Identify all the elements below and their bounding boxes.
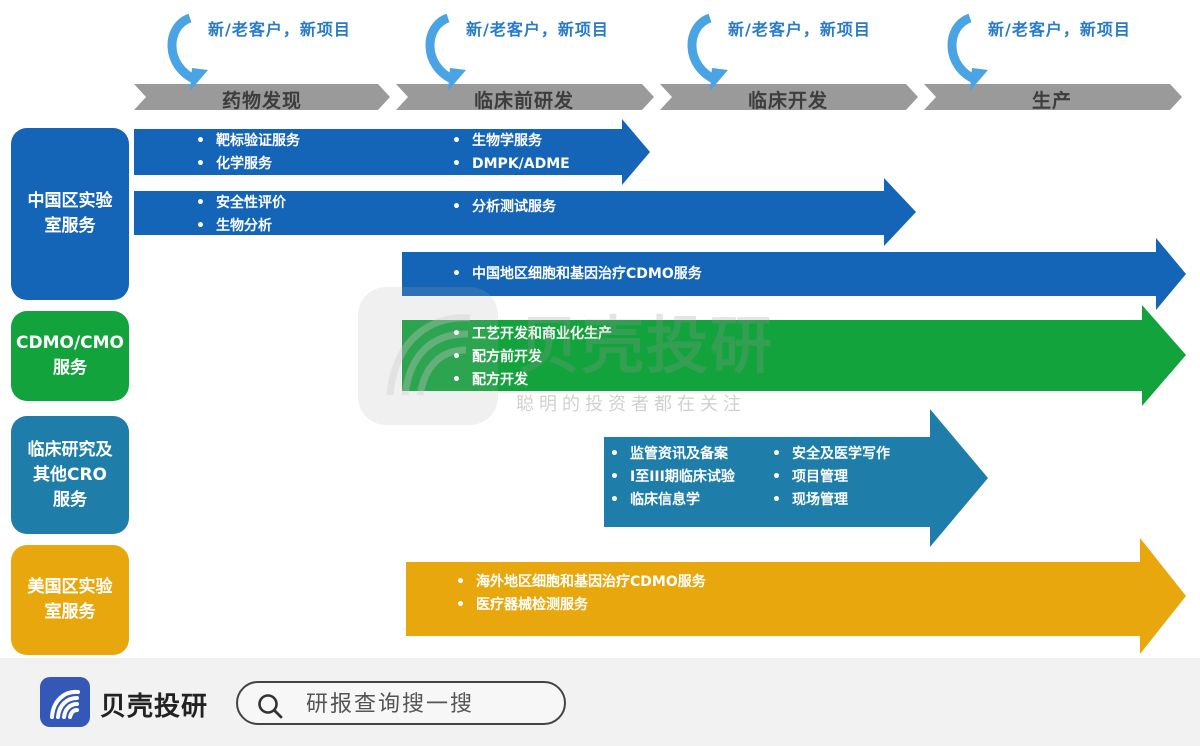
brand-logo-icon[interactable] xyxy=(40,677,90,727)
search-icon[interactable] xyxy=(256,692,284,720)
category-label: CDMO/CMO xyxy=(16,333,125,353)
service-item: 项目管理 xyxy=(772,466,890,489)
category-label: 中国区实验 xyxy=(27,191,113,211)
category-clinical-cro: 临床研究及 其他CRO 服务 xyxy=(11,416,129,534)
stage-chevron-4 xyxy=(924,84,1182,110)
brand-name[interactable]: 贝壳投研 xyxy=(100,692,209,722)
category-china-lab: 中国区实验 室服务 xyxy=(11,128,129,300)
service-item: 工艺开发和商业化生产 xyxy=(452,323,612,346)
stage-note: 新/老客户，新项目 xyxy=(208,20,351,39)
stage-chevron-2 xyxy=(396,84,654,110)
stage-note: 新/老客户，新项目 xyxy=(466,20,609,39)
cycle-arrow-icon xyxy=(947,13,988,91)
category-us-lab: 美国区实验 室服务 xyxy=(11,545,129,655)
stage-note: 新/老客户，新项目 xyxy=(988,20,1131,39)
service-item: 生物分析 xyxy=(196,215,286,238)
service-list: 安全及医学写作 项目管理 现场管理 xyxy=(772,443,890,512)
service-list: 安全性评价 生物分析 xyxy=(196,192,286,238)
service-list: 海外地区细胞和基因治疗CDMO服务 医疗器械检测服务 xyxy=(456,571,706,617)
service-item: 分析测试服务 xyxy=(452,196,556,219)
category-label: 临床研究及 xyxy=(27,439,113,460)
service-item: 生物学服务 xyxy=(452,130,570,153)
search-input[interactable] xyxy=(306,689,556,719)
service-list: 中国地区细胞和基因治疗CDMO服务 xyxy=(452,263,702,286)
stage-label-preclinical: 临床前研发 xyxy=(474,90,575,112)
stage-label-clinical: 临床开发 xyxy=(748,90,829,112)
watermark-subtitle: 聪明的投资者都在关注 xyxy=(516,394,746,415)
cycle-arrow-icon xyxy=(687,13,728,91)
stage-chevron-1 xyxy=(134,84,390,110)
category-label: 室服务 xyxy=(44,602,96,622)
service-item: 监管资讯及备案 xyxy=(610,443,735,466)
service-list: 工艺开发和商业化生产 配方前开发 配方开发 xyxy=(452,323,612,392)
service-item: 安全及医学写作 xyxy=(772,443,890,466)
stage-label-production: 生产 xyxy=(1032,90,1073,112)
category-label: 服务 xyxy=(53,489,87,510)
cycle-arrow-icon xyxy=(425,13,466,91)
search-box[interactable] xyxy=(236,681,566,725)
arrow-us-lab xyxy=(406,538,1186,654)
cycle-arrow-icon xyxy=(167,13,208,91)
service-item: 医疗器械检测服务 xyxy=(456,594,706,617)
service-list: 靶标验证服务 化学服务 xyxy=(196,130,300,176)
service-list: 监管资讯及备案 I至III期临床试验 临床信息学 xyxy=(610,443,735,512)
service-item: 现场管理 xyxy=(772,489,890,512)
service-item: 配方前开发 xyxy=(452,346,612,369)
service-item: DMPK/ADME xyxy=(452,153,570,176)
service-item: 临床信息学 xyxy=(610,489,735,512)
service-item: 海外地区细胞和基因治疗CDMO服务 xyxy=(456,571,706,594)
stage-note: 新/老客户，新项目 xyxy=(728,20,871,39)
arrow-china-cgt xyxy=(402,238,1186,310)
category-label: 服务 xyxy=(53,358,87,378)
watermark-title: 贝壳投研 xyxy=(518,309,775,382)
category-label: 美国区实验 xyxy=(27,577,113,597)
stage-chevron-3 xyxy=(660,84,918,110)
service-item: 靶标验证服务 xyxy=(196,130,300,153)
category-cdmo: CDMO/CMO 服务 xyxy=(11,311,129,401)
service-item: 中国地区细胞和基因治疗CDMO服务 xyxy=(452,263,702,286)
stage-label-discovery: 药物发现 xyxy=(222,90,303,112)
service-item: 化学服务 xyxy=(196,153,300,176)
service-item: 配方开发 xyxy=(452,369,612,392)
service-item: I至III期临床试验 xyxy=(610,466,735,489)
category-label: 其他CRO xyxy=(32,464,108,485)
service-list: 生物学服务 DMPK/ADME xyxy=(452,130,570,176)
category-label: 室服务 xyxy=(44,216,96,236)
service-item: 安全性评价 xyxy=(196,192,286,215)
service-list: 分析测试服务 xyxy=(452,196,556,219)
footer-bar: 贝壳投研 xyxy=(0,658,1200,746)
